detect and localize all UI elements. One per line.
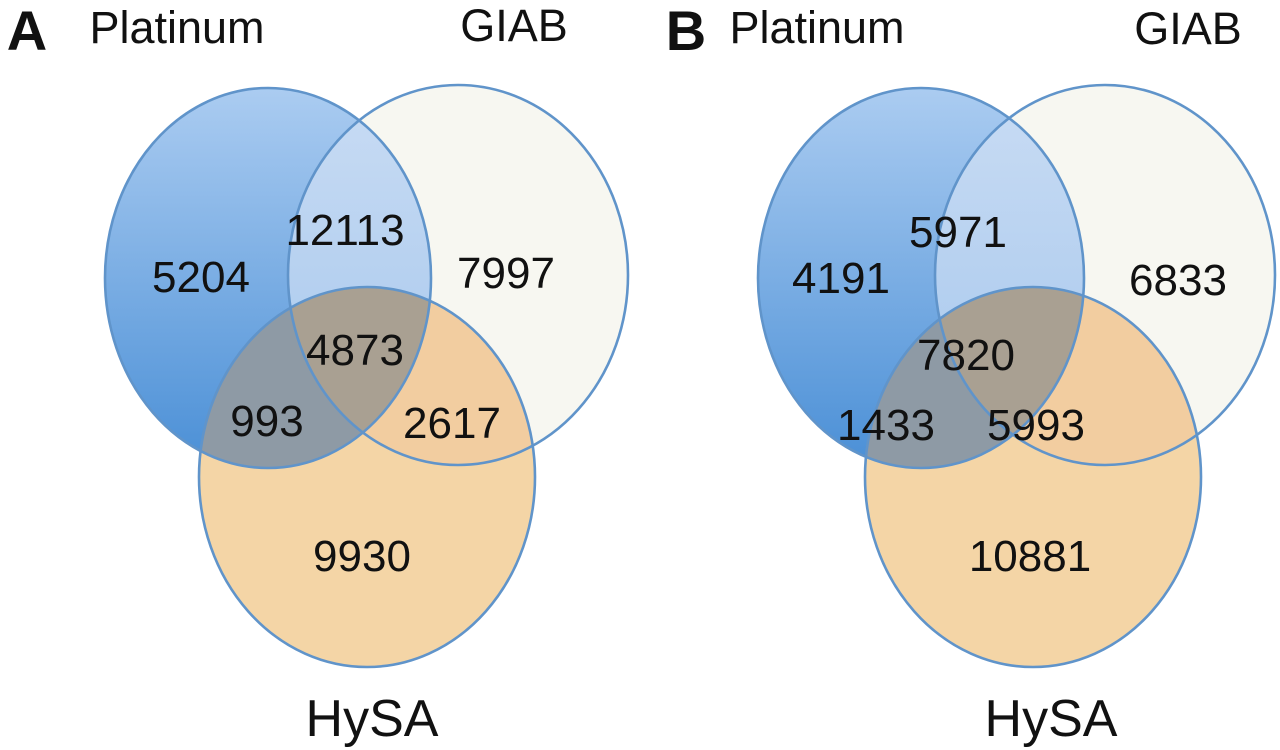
count-hysa-only: 10881 xyxy=(969,532,1091,581)
count-giab-hysa: 5993 xyxy=(987,401,1085,450)
count-platinum-only: 5204 xyxy=(152,253,250,302)
count-platinum-giab: 5971 xyxy=(909,208,1007,257)
set-label-platinum: Platinum xyxy=(729,2,904,53)
count-platinum-giab: 12113 xyxy=(285,206,404,255)
venn-panel-a: A Platinum GIAB HySA 5204 12113 7997 487… xyxy=(7,0,630,748)
venn-panel-b: B Platinum GIAB HySA 4191 5971 6833 7820… xyxy=(666,0,1277,748)
count-platinum-hysa: 993 xyxy=(230,397,303,446)
platinum-circle-outline xyxy=(756,86,1086,470)
set-label-hysa: HySA xyxy=(985,690,1118,748)
set-label-giab: GIAB xyxy=(1134,3,1242,54)
giab-circle-outline xyxy=(933,83,1277,467)
overlap-shape xyxy=(865,287,1084,468)
platinum-hysa-overlap-region xyxy=(865,287,1084,468)
hysa-circle-outline xyxy=(863,285,1203,669)
panel-b-label: B xyxy=(666,0,706,62)
set-label-giab: GIAB xyxy=(460,0,568,51)
count-giab-hysa: 2617 xyxy=(403,399,501,448)
hysa-circle-outline xyxy=(197,285,537,669)
set-label-platinum: Platinum xyxy=(89,2,264,53)
panel-a-label: A xyxy=(7,0,47,62)
count-center: 4873 xyxy=(306,326,404,375)
count-giab-only: 6833 xyxy=(1129,256,1227,305)
giab-circle-outline xyxy=(286,83,630,467)
overlap-shape xyxy=(288,287,535,465)
platinum-hysa-overlap-region xyxy=(199,287,431,468)
set-label-hysa: HySA xyxy=(306,690,439,748)
count-platinum-only: 4191 xyxy=(792,254,890,303)
count-giab-only: 7997 xyxy=(457,249,555,298)
platinum-circle-outline xyxy=(103,86,433,470)
count-center: 7820 xyxy=(917,331,1015,380)
count-hysa-only: 9930 xyxy=(313,532,411,581)
overlap-shape xyxy=(199,287,431,468)
giab-hysa-overlap-region xyxy=(288,287,535,465)
count-platinum-hysa: 1433 xyxy=(837,401,935,450)
